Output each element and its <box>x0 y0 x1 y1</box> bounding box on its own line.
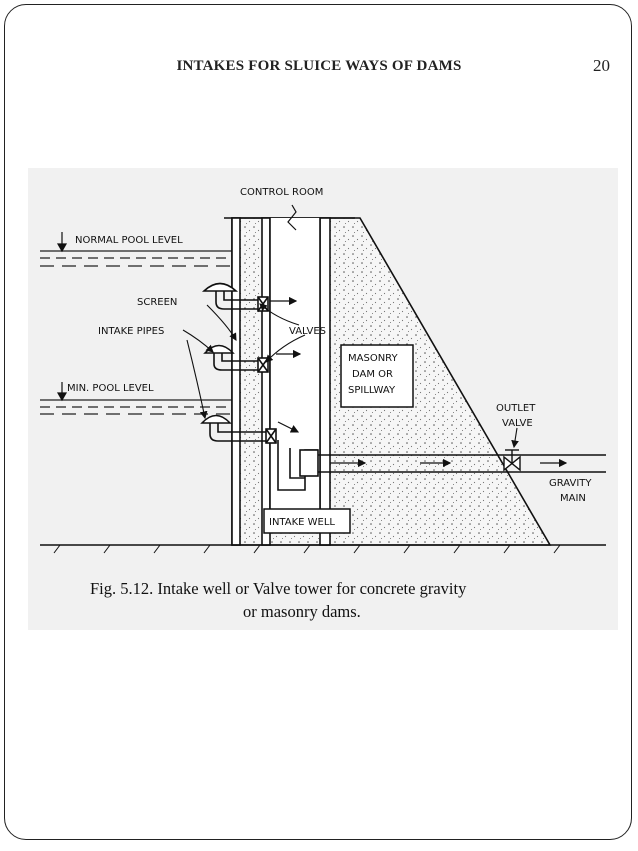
flow-arrows <box>270 296 568 468</box>
intake-tower <box>224 204 355 546</box>
figure-caption-line1: Fig. 5.12. Intake well or Valve tower fo… <box>90 579 467 598</box>
pool-level-arrows <box>56 232 68 402</box>
slide-number: 20 <box>593 56 610 75</box>
label-control-room: CONTROL ROOM <box>240 187 323 198</box>
label-screen: SCREEN <box>137 297 177 308</box>
ground-line <box>40 544 606 554</box>
intake-pipe-lower <box>200 414 277 444</box>
label-gravity-line2: MAIN <box>560 493 586 504</box>
label-valves: VALVES <box>289 326 326 337</box>
label-intake-pipes: INTAKE PIPES <box>98 326 164 337</box>
label-outlet-line2: VALVE <box>502 418 533 429</box>
label-masonry-line1: MASONRY <box>348 353 398 364</box>
leader-lines <box>182 303 519 449</box>
label-normal-pool-level: NORMAL POOL LEVEL <box>75 235 183 246</box>
label-min-pool-level: MIN. POOL LEVEL <box>67 383 154 394</box>
masonry-label-box <box>340 344 414 408</box>
label-gravity-line1: GRAVITY <box>549 478 592 489</box>
figure-caption-line2: or masonry dams. <box>243 602 361 621</box>
slide-title: INTAKES FOR SLUICE WAYS OF DAMS <box>176 58 462 74</box>
intake-well-label-box <box>263 508 351 534</box>
label-masonry-line3: SPILLWAY <box>348 385 396 396</box>
label-outlet-line1: OUTLET <box>496 403 536 414</box>
label-intake-well: INTAKE WELL <box>269 517 335 528</box>
outlet-valve-symbol <box>503 449 521 472</box>
outlet-gravity-main <box>299 449 606 477</box>
label-masonry-line2: DAM OR <box>352 369 393 380</box>
